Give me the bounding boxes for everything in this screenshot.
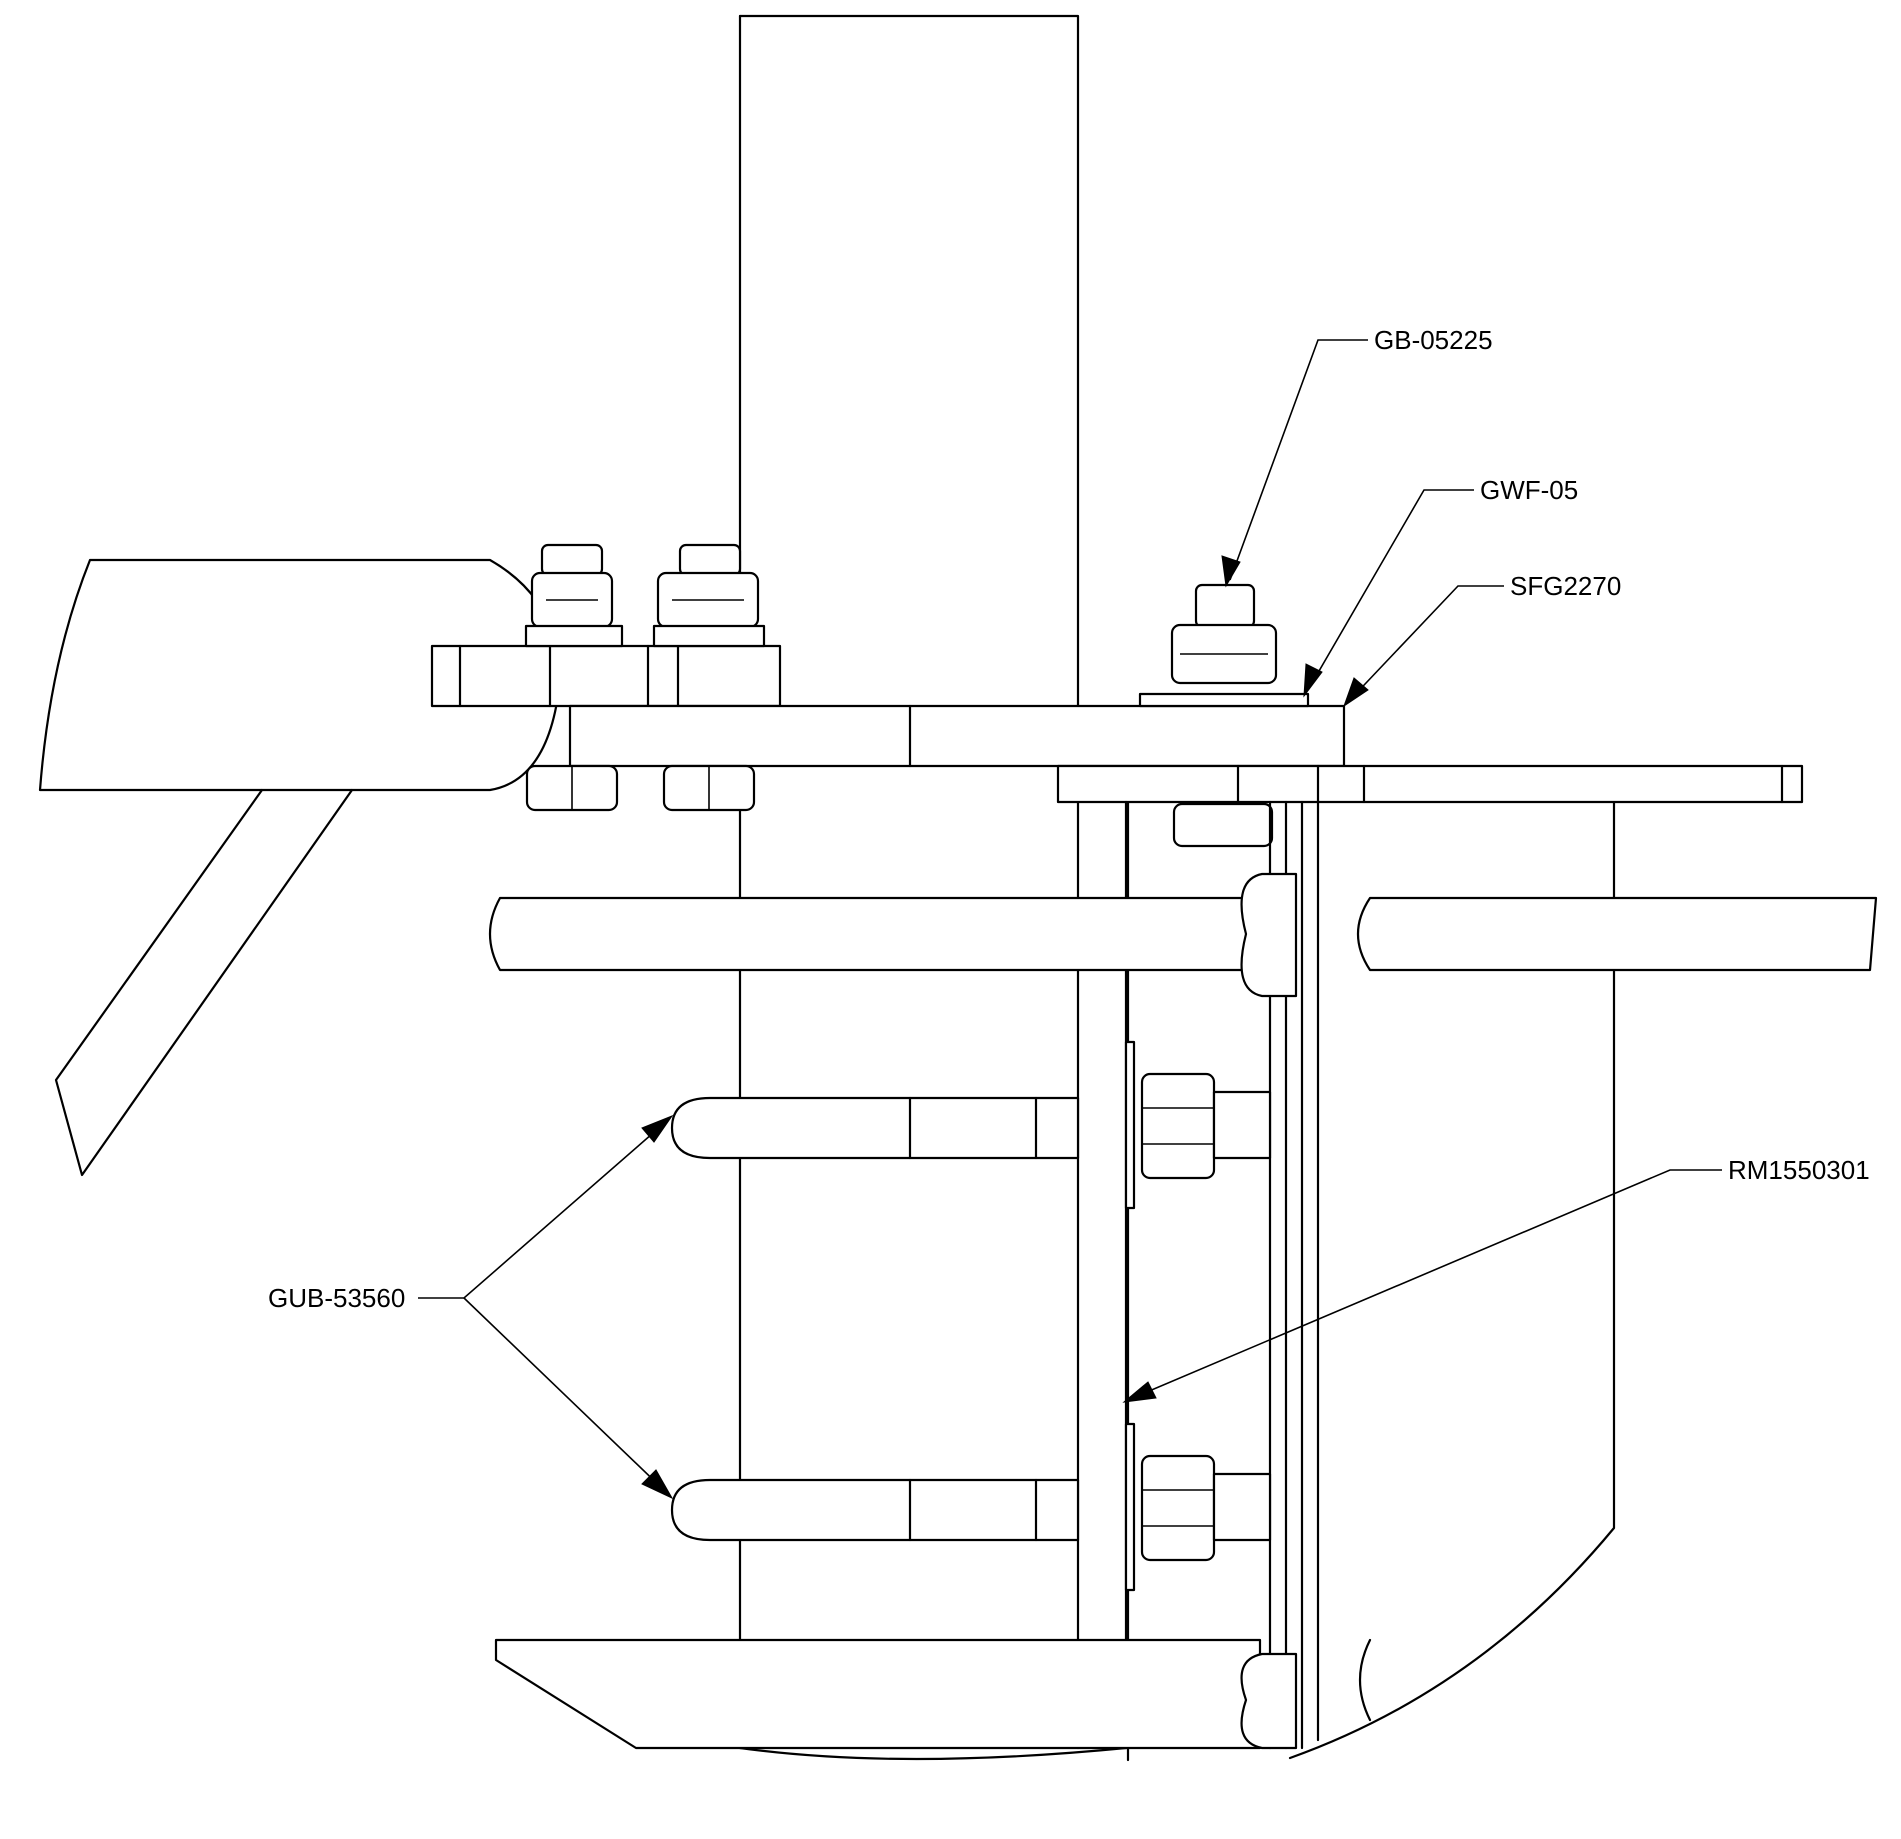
leader-sfg2270 <box>1343 585 1504 708</box>
hex-nut-left-top <box>524 543 624 812</box>
horizontal-bar-upper <box>489 872 1878 998</box>
horizontal-bar-lower <box>494 1638 1372 1750</box>
label-gwf-05: GWF-05 <box>1480 475 1578 505</box>
u-bolt-upper <box>670 1040 1272 1210</box>
label-rm1550301: RM1550301 <box>1728 1155 1870 1185</box>
bolt-gb-05225 <box>1138 583 1310 848</box>
leader-rm1550301 <box>1122 1169 1722 1403</box>
leader-gb-05225 <box>1221 339 1368 588</box>
label-gub-53560: GUB-53560 <box>268 1283 405 1313</box>
label-gb-05225: GB-05225 <box>1374 325 1493 355</box>
mast-pipe <box>738 14 1128 1761</box>
top-bracket-plate <box>430 644 1346 768</box>
leader-gwf-05 <box>1303 489 1474 698</box>
label-sfg2270: SFG2270 <box>1510 571 1621 601</box>
leader-gub-53560 <box>418 1114 674 1500</box>
u-bolt-lower <box>670 1422 1272 1592</box>
clamp-plate <box>1056 764 1804 804</box>
hex-nut-right-top <box>652 543 766 812</box>
